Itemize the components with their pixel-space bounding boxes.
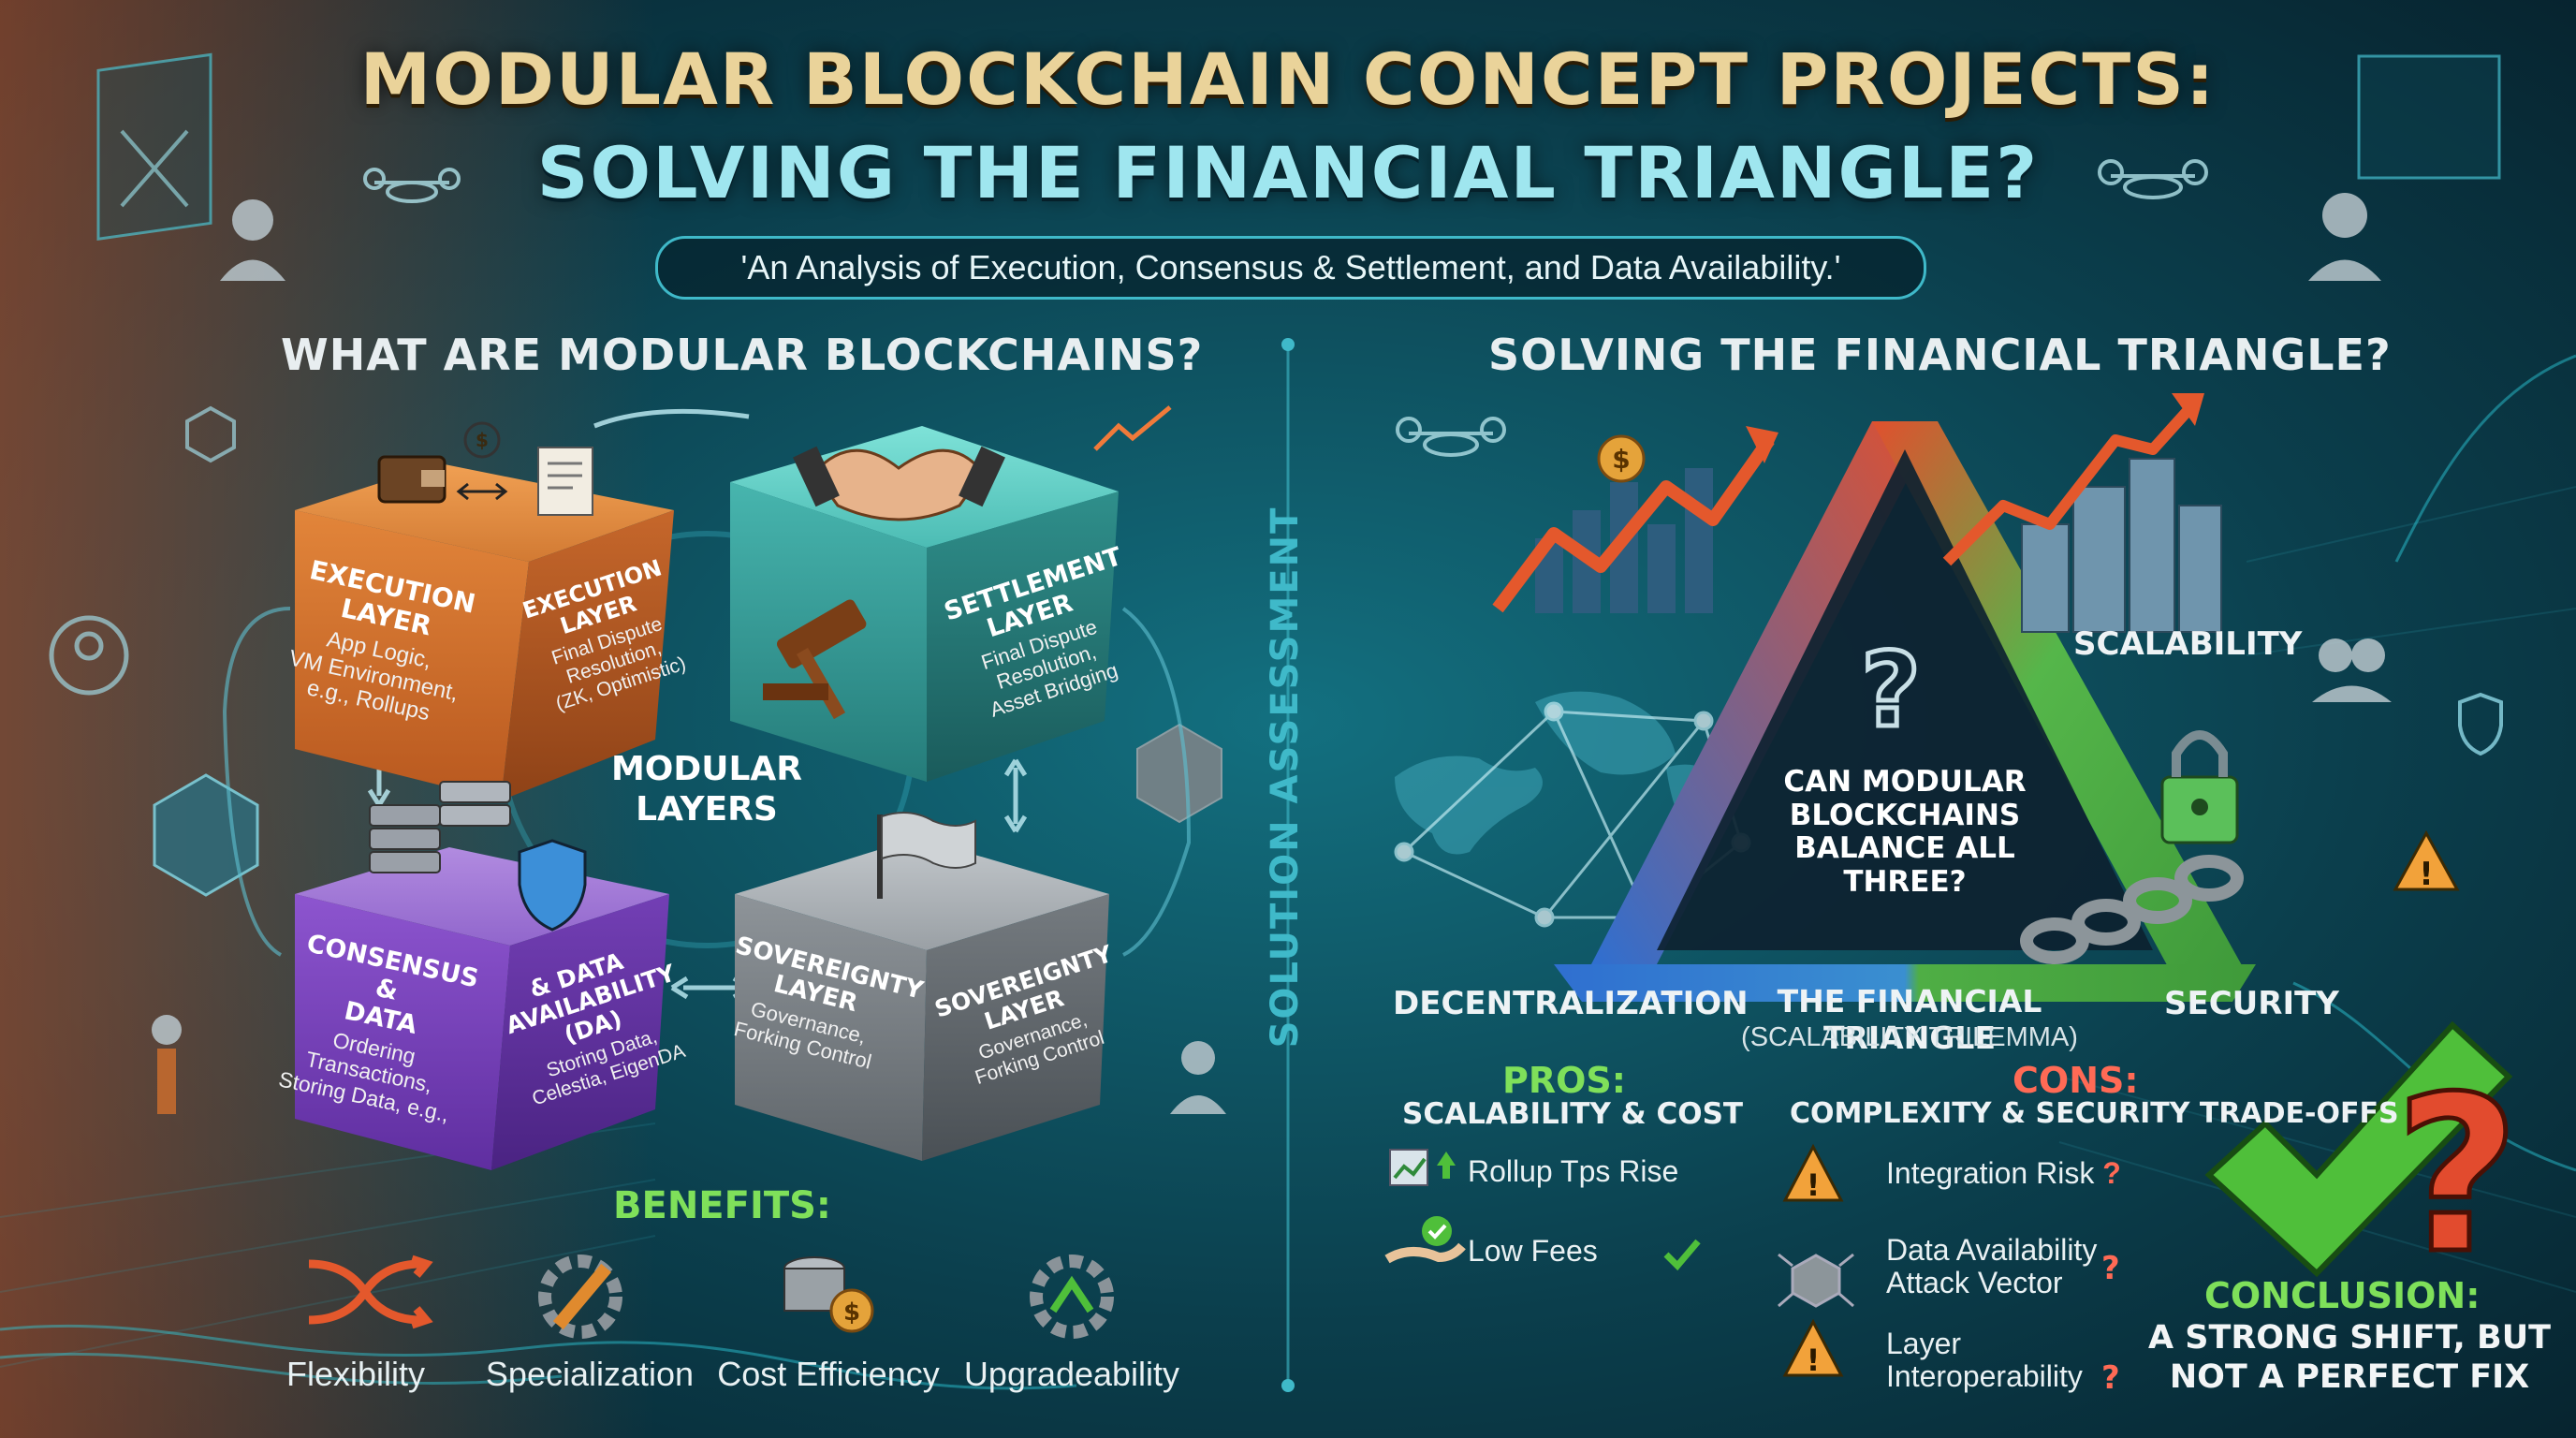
chart-up-icon <box>1389 1149 1456 1186</box>
triangle-q-line3: BALANCE ALL <box>1794 831 2015 866</box>
flexibility-icon <box>308 1255 433 1329</box>
warning-icon-1: ! <box>1782 1143 1844 1203</box>
triangle-question: CAN MODULAR BLOCKCHAINS BALANCE ALL THRE… <box>1760 765 2050 900</box>
page-title-line2: SOLVING THE FINANCIAL TRIANGLE? <box>536 131 2040 214</box>
network-cube-icon <box>1778 1253 1854 1308</box>
solution-assessment-label: SOLUTION ASSESSMENT <box>1264 506 1307 1049</box>
gavel-icon <box>763 599 867 720</box>
execution-cube <box>295 463 674 800</box>
con-integration-risk-text: Integration Risk <box>1886 1156 2095 1190</box>
big-check-icon <box>2204 1020 2513 1278</box>
pros-heading: PROS: <box>1502 1060 1626 1101</box>
specialization-icon <box>538 1255 622 1339</box>
conclusion-line2: NOT A PERFECT FIX <box>2169 1358 2530 1396</box>
triangle-subname: (SCALABILITY TRILEMMA) <box>1741 1022 2078 1052</box>
pros-subheading: SCALABILITY & COST <box>1402 1097 1744 1131</box>
left-section-heading: WHAT ARE MODULAR BLOCKCHAINS? <box>281 330 1204 380</box>
con-layer-line2: Interoperability <box>1886 1359 2083 1394</box>
con-question-mark-2: ? <box>2101 1250 2120 1287</box>
financial-triangle <box>1554 421 2256 1002</box>
right-section-heading: SOLVING THE FINANCIAL TRIANGLE? <box>1488 330 2392 380</box>
triangle-q-line4: THREE? <box>1843 864 1967 899</box>
dollar-coin-icon: $ <box>1597 434 1646 483</box>
svg-text:!: ! <box>1807 1343 1821 1378</box>
big-question-icon: ? <box>2394 1051 2519 1301</box>
triangle-name: THE FINANCIAL TRIANGLE <box>1777 983 2042 1056</box>
triangle-q-line2: BLOCKCHAINS <box>1789 798 2021 832</box>
svg-text:!: ! <box>1807 1167 1821 1203</box>
con-data-availability: Data Availability Attack Vector <box>1886 1233 2098 1300</box>
chain-icon <box>2020 855 2244 964</box>
shield-icon <box>518 839 587 932</box>
cost-efficiency-icon: $ <box>783 1256 874 1333</box>
con-question-mark-3: ? <box>2101 1359 2120 1397</box>
svg-text:!: ! <box>2419 856 2434 893</box>
subtitle-banner: 'An Analysis of Execution, Consensus & S… <box>655 236 1926 300</box>
upgradeability-icon <box>1030 1255 1114 1339</box>
conclusion-line1: A STRONG SHIFT, BUT <box>2147 1319 2552 1357</box>
conclusion-heading: CONCLUSION: <box>2204 1275 2481 1316</box>
flag-icon <box>877 812 976 899</box>
benefit-cost-efficiency: Cost Efficiency <box>717 1355 940 1393</box>
question-icon: ? <box>1861 630 1921 750</box>
corner-decentralization: DECENTRALIZATION <box>1393 985 1749 1022</box>
con-interoperability: Layer Interoperability <box>1886 1327 2083 1394</box>
document-icon <box>537 447 593 516</box>
con-da-line2: Attack Vector <box>1886 1266 2063 1300</box>
warning-icon-2: ! <box>1782 1318 1844 1378</box>
svg-text:$: $ <box>476 429 489 451</box>
lock-icon <box>2160 730 2239 844</box>
corner-scalability: SCALABILITY <box>2073 625 2303 663</box>
pro-low-fees: Low Fees <box>1468 1234 1598 1268</box>
con-question-mark: ? <box>2094 1156 2121 1190</box>
pro-rollup-tps: Rollup Tps Rise <box>1468 1154 1679 1188</box>
benefit-upgradeability: Upgradeability <box>963 1355 1180 1393</box>
con-integration-risk: Integration Risk ? <box>1886 1156 2121 1191</box>
growth-chart-icon <box>1492 426 1778 613</box>
benefits-heading: BENEFITS: <box>613 1184 831 1227</box>
conclusion-text: A STRONG SHIFT, BUT NOT A PERFECT FIX <box>2144 1318 2555 1397</box>
server-icon <box>369 781 511 873</box>
sovereignty-cube <box>735 838 1109 1161</box>
modular-layers-label: MODULAR LAYERS <box>599 749 814 829</box>
warning-icon-right: ! <box>2393 829 2460 893</box>
benefit-flexibility: Flexibility <box>285 1355 426 1393</box>
con-layer-line1: Layer <box>1886 1327 1962 1360</box>
handshake-icon <box>793 446 1005 521</box>
con-da-line1: Data Availability <box>1886 1233 2098 1267</box>
wallet-icon <box>377 455 446 504</box>
modular-label: MODULAR <box>610 750 803 788</box>
svg-text:$: $ <box>843 1299 860 1327</box>
check-icon <box>1663 1239 1701 1271</box>
layers-label: LAYERS <box>636 790 778 829</box>
fee-hand-icon <box>1384 1216 1466 1264</box>
cons-heading: CONS: <box>2012 1060 2139 1101</box>
triangle-q-line1: CAN MODULAR <box>1783 765 2027 799</box>
corner-security: SECURITY <box>2164 985 2339 1022</box>
svg-text:$: $ <box>1612 444 1630 475</box>
page-title-line1: MODULAR BLOCKCHAIN CONCEPT PROJECTS: <box>359 37 2217 121</box>
benefit-specialization: Specialization <box>485 1355 695 1393</box>
buildings-icon <box>2021 458 2222 633</box>
cons-subheading: COMPLEXITY & SECURITY TRADE-OFFS <box>1790 1097 2399 1130</box>
